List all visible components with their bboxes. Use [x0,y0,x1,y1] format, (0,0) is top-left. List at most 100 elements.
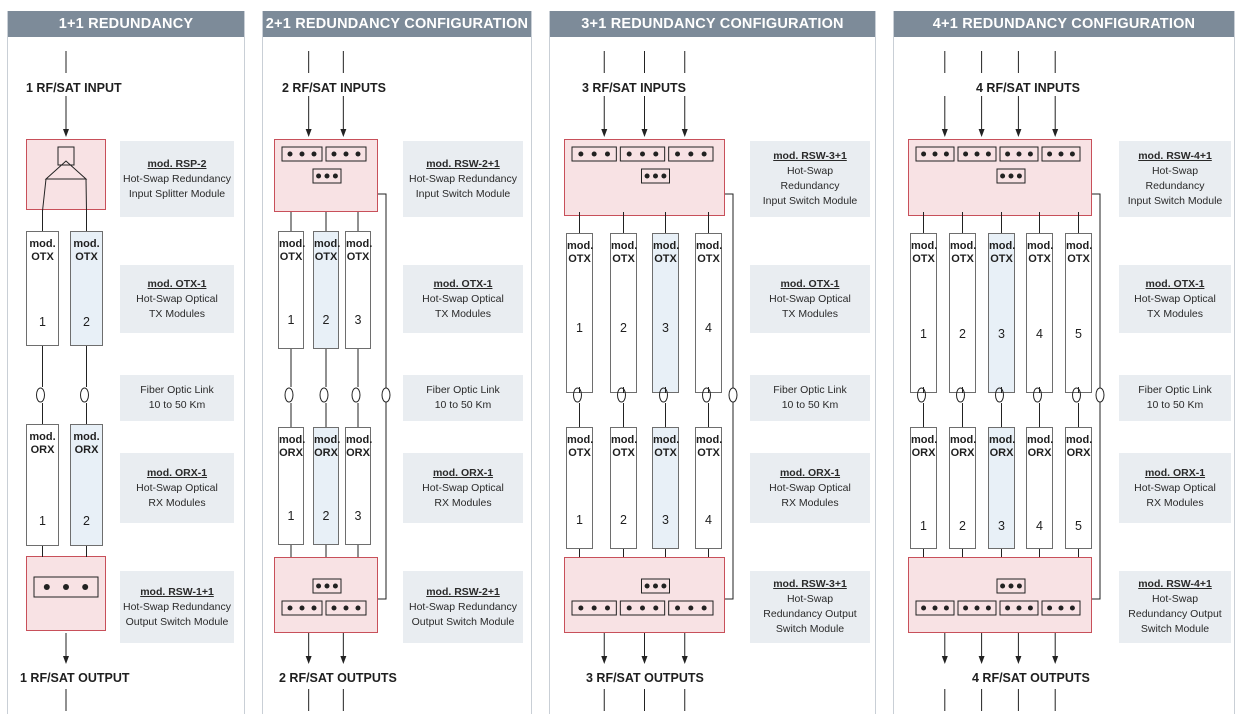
module-desc-line: 10 to 50 Km [434,399,492,411]
module-desc-line: Hot-Swap [786,593,834,605]
fiber-loop [728,387,738,403]
input-switch-module [26,139,106,210]
band-link-box [120,375,234,421]
module-desc-line: Hot-Swap Optical [422,292,504,305]
module-desc-line: Hot-Swap Redundancy [123,600,231,613]
module-model: mod. OTX-1 [433,277,493,290]
module-number: 4 [705,513,712,527]
band-rx-box [1119,453,1231,523]
module-otx-5: mod. OTX 5 [1065,233,1092,393]
module-type: mod. OTX [989,240,1016,265]
module-desc-line: Hot-Swap [1151,165,1199,177]
module-desc-line: Hot-Swap Redundancy [409,600,517,613]
band-input-box [750,141,870,217]
module-type: mod. OTX [314,238,341,263]
band-link-box [1119,375,1231,421]
module-desc-line: Hot-Swap Optical [422,481,504,494]
output-label: 4 RF/SAT OUTPUTS [972,671,1090,685]
module-model: mod. OTX-1 [147,277,207,290]
module-model: mod. OTX-1 [780,277,840,290]
fiber-loop [319,387,329,403]
band-link-box [403,375,523,421]
module-type: mod. ORX [29,431,56,456]
panel-title: 2+1 REDUNDANCY CONFIGURATION [263,11,531,37]
module-desc-line: Output Switch Module [411,615,515,628]
module-desc-line: TX Modules [434,307,492,320]
module-desc-line: Output Switch Module [125,615,229,628]
module-desc-line: Hot-Swap Optical [769,292,851,305]
module-desc-line: Hot-Swap Optical [136,292,218,305]
output-arrow [681,656,688,664]
module-desc-line: Switch Module [1140,623,1210,635]
module-model: mod. OTX-1 [1145,277,1205,290]
band-output-box [1119,571,1231,643]
module-number: 3 [662,513,669,527]
panel-title: 4+1 REDUNDANCY CONFIGURATION [894,11,1234,37]
module-desc-line: Hot-Swap Optical [136,481,218,494]
module-number: 1 [287,509,295,523]
fiber-loop [381,387,391,403]
module-number: 1 [287,313,295,327]
module-desc-line: RX Modules [434,496,492,509]
module-model: mod. ORX-1 [1144,466,1206,479]
module-type: mod. OTX [1066,240,1093,265]
output-switch-module [274,557,378,633]
output-label: 3 RF/SAT OUTPUTS [586,671,704,685]
fiber-loop [80,387,89,403]
output-label: 2 RF/SAT OUTPUTS [279,671,397,685]
module-type: mod. OTX [29,238,56,263]
input-switch-module [274,139,378,212]
output-arrow [1015,656,1022,664]
module-number: 3 [662,321,669,335]
module-desc-line: Input Switch Module [762,195,858,207]
module-desc-line: RX Modules [1146,496,1204,509]
module-desc-line: Hot-Swap Redundancy [123,172,231,185]
spare-bypass-line [378,193,387,600]
fiber-loop [284,387,294,403]
module-number: 5 [1075,327,1082,341]
input-arrow [340,129,347,137]
input-arrow [1015,129,1022,137]
module-number: 2 [620,321,627,335]
module-type: mod. OTX [911,240,938,265]
module-number: 3 [354,313,362,327]
output-arrow [978,656,985,664]
band-rx-box [403,453,523,523]
module-desc-line: Redundancy [1145,180,1205,192]
module-desc-line: Fiber Optic Link [1138,384,1212,396]
band-rx-box [120,453,234,523]
module-number: 4 [1036,327,1043,341]
module-desc-line: RX Modules [781,496,839,509]
spare-bypass-line [725,193,734,600]
input-arrow [63,129,69,137]
band-input-box [1119,141,1231,217]
module-type: mod. OTX [653,240,680,265]
band-tx-box [1119,265,1231,333]
input-arrow [1052,129,1059,137]
module-model: mod. RSW-2+1 [426,585,500,598]
